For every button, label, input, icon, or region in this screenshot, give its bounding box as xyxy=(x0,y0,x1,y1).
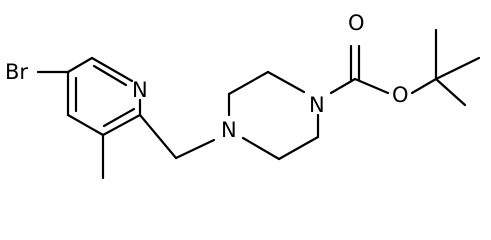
methylene-bond xyxy=(138,113,178,160)
chemical-structure-diagram: Br N N N O O xyxy=(5,11,481,180)
bond xyxy=(102,107,136,128)
pyridine-substituents xyxy=(36,70,216,180)
piperazine-ring xyxy=(227,70,320,161)
pyridine-nitrogen-label: N xyxy=(132,78,148,102)
tert-butyl-bond xyxy=(434,77,467,107)
bond xyxy=(227,70,270,96)
bromine-atom-label: Br xyxy=(5,60,28,84)
bond xyxy=(353,77,390,95)
bond xyxy=(101,113,142,137)
bond xyxy=(66,113,105,137)
bond xyxy=(266,70,306,94)
ester-oxygen-label: O xyxy=(392,83,409,107)
bond xyxy=(90,56,134,83)
carbonyl-oxygen-label: O xyxy=(348,11,365,35)
bond xyxy=(277,135,320,161)
boc-group xyxy=(329,28,481,107)
bond xyxy=(66,56,94,74)
bond xyxy=(410,77,438,95)
bond xyxy=(241,136,281,161)
bond xyxy=(92,64,128,87)
piperazine-nitrogen-left-label: N xyxy=(221,118,237,142)
methylene-to-nitrogen-bond xyxy=(174,138,216,160)
bond xyxy=(329,77,357,95)
tert-butyl-bond xyxy=(434,56,481,81)
pyridine-ring xyxy=(66,56,142,137)
piperazine-nitrogen-right-label: N xyxy=(309,93,325,117)
